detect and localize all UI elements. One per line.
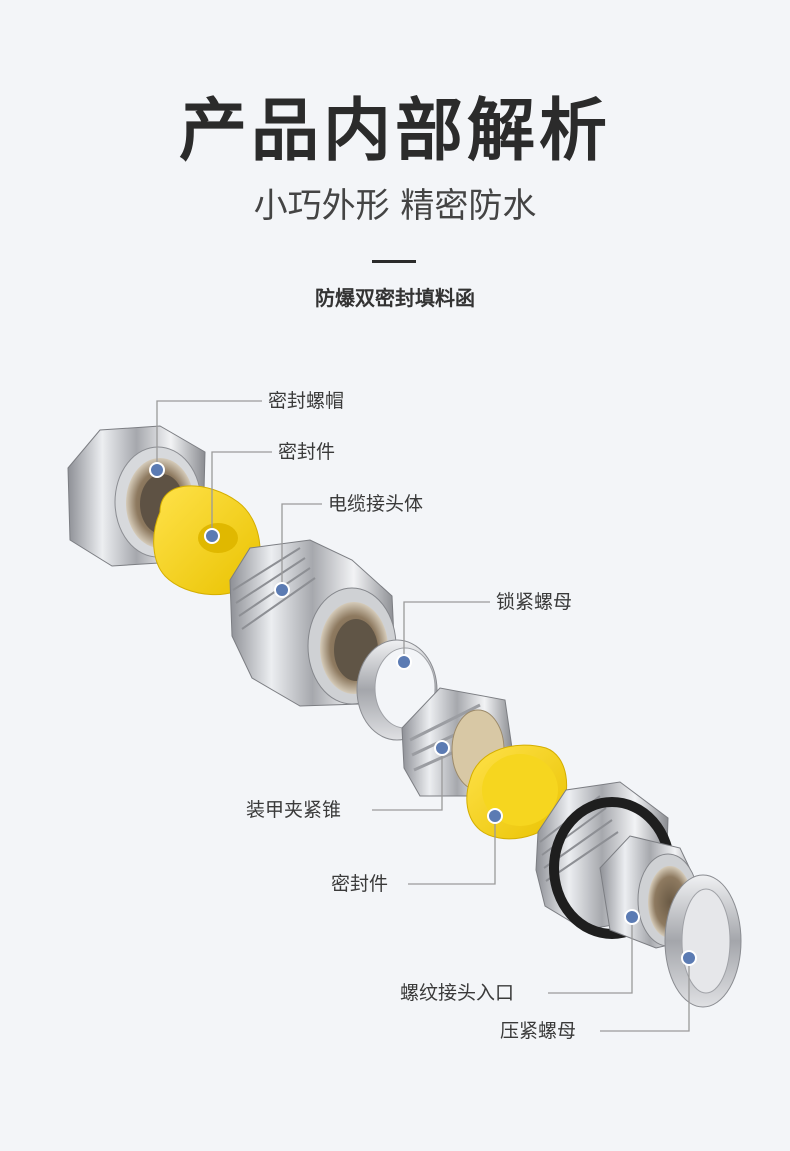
page-subtitle: 小巧外形 精密防水 — [253, 186, 537, 226]
marker-dot — [624, 909, 640, 925]
marker-dot — [434, 740, 450, 756]
label-seal-1: 密封件 — [278, 441, 336, 463]
marker-dot — [396, 654, 412, 670]
compression-nut-part — [664, 874, 742, 1008]
title-divider — [372, 260, 416, 263]
marker-dots — [149, 462, 697, 966]
label-armor-cone: 装甲夹紧锥 — [246, 799, 342, 821]
label-compression-nut: 压紧螺母 — [500, 1020, 577, 1042]
product-name: 防爆双密封填料函 — [315, 286, 475, 310]
marker-dot — [487, 808, 503, 824]
marker-dot — [149, 462, 165, 478]
connector-body-part — [229, 539, 397, 707]
marker-dot — [204, 528, 220, 544]
label-threaded-entry: 螺纹接头入口 — [400, 982, 515, 1004]
label-seal-2: 密封件 — [331, 873, 389, 895]
marker-dot — [681, 950, 697, 966]
marker-dot — [274, 582, 290, 598]
label-locking-nut: 锁紧螺母 — [496, 591, 573, 613]
label-sealing-nut: 密封螺帽 — [268, 390, 345, 412]
page-title: 产品内部解析 — [178, 92, 611, 171]
label-connector-body: 电缆接头体 — [328, 493, 424, 515]
leader-lines — [156, 400, 690, 1032]
